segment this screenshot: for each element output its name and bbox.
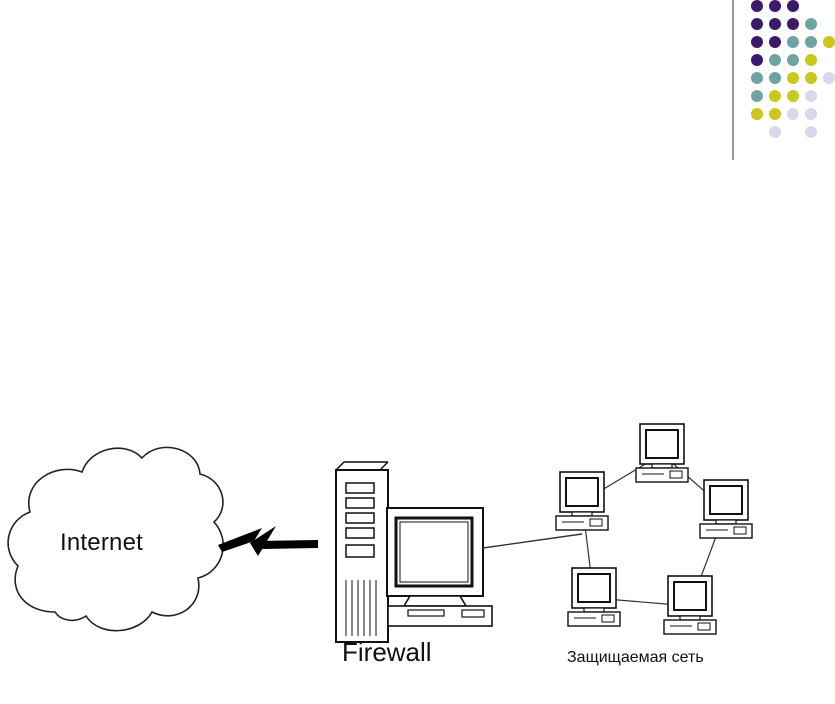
workstation-icon [663,575,717,635]
workstation-group [555,423,753,635]
decoration-dot [769,126,781,138]
decoration-dot [751,90,763,102]
dot-grid-decoration [732,0,835,160]
decoration-dot [787,72,799,84]
decoration-dot [769,90,781,102]
decoration-dot [751,36,763,48]
workstation-icon [567,567,621,627]
decoration-dot [823,72,835,84]
decoration-dot [769,54,781,66]
decoration-dot [805,126,817,138]
decoration-dot [805,18,817,30]
firewall-uplink-line [482,533,583,549]
decoration-dot [769,108,781,120]
decoration-dot [805,72,817,84]
decoration-dot [751,72,763,84]
decoration-dot [769,0,781,12]
workstation-icon [699,479,753,539]
firewall-computer-icon [335,461,493,643]
decoration-dot [751,0,763,12]
decoration-dot [805,90,817,102]
decoration-dot [823,36,835,48]
decoration-dot [805,108,817,120]
workstation-icon [555,471,609,531]
decoration-dot [787,0,799,12]
decoration-dot [787,90,799,102]
decoration-dot [751,54,763,66]
internet-cloud-icon [7,446,224,632]
decoration-dot [751,18,763,30]
decoration-dot [769,36,781,48]
decoration-dot [787,36,799,48]
decoration-dot [805,36,817,48]
workstation-icon [635,423,689,483]
decoration-dot [787,54,799,66]
firewall-label: Firewall [342,637,432,667]
internet-label: Internet [60,529,143,556]
decoration-dot [769,72,781,84]
decoration-dot [787,18,799,30]
lightning-link-icon [218,526,318,556]
decoration-dot [805,54,817,66]
decoration-dots [751,0,835,138]
decoration-dot [769,18,781,30]
decoration-dot [787,108,799,120]
protected-network-label: Защищаемая сеть [567,649,704,666]
decoration-dot [751,108,763,120]
